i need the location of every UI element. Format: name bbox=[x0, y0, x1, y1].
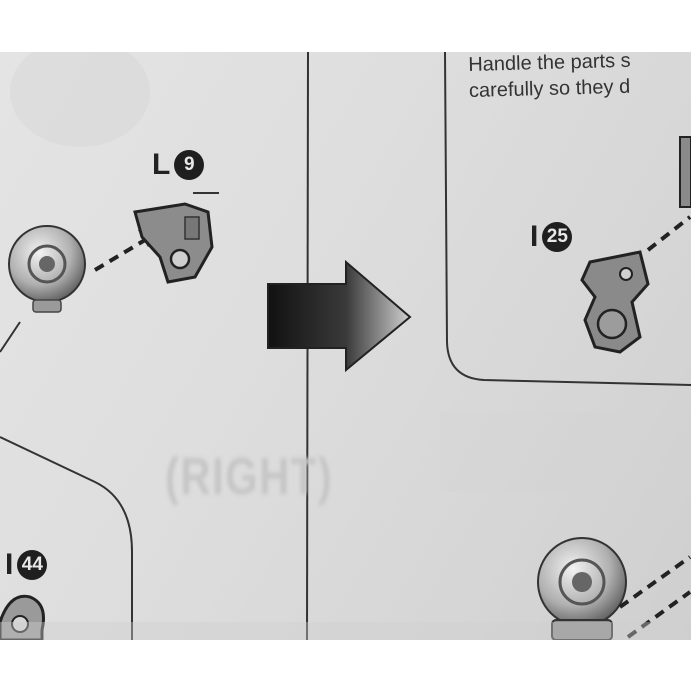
part-edge bbox=[679, 136, 691, 208]
part-i25-icon bbox=[580, 250, 650, 354]
dashed-arrow bbox=[618, 555, 691, 609]
part-label-l9: L 9 bbox=[152, 148, 205, 182]
part-label-letter: I bbox=[5, 548, 14, 581]
part-l9-icon bbox=[133, 202, 214, 284]
dashed-arrow bbox=[93, 235, 152, 272]
part-label-i25: I 25 bbox=[530, 220, 573, 254]
big-arrow-icon bbox=[267, 259, 412, 373]
caution-note: Handle the parts s carefully so they d bbox=[468, 52, 632, 104]
part-i44-icon bbox=[0, 594, 45, 640]
part-number-badge: 25 bbox=[542, 222, 573, 252]
manual-drawing bbox=[0, 52, 691, 640]
sphere-joint-icon bbox=[537, 537, 627, 640]
dashed-arrow bbox=[626, 590, 691, 639]
dashed-arrow bbox=[646, 215, 691, 252]
part-number-badge: 44 bbox=[17, 550, 48, 580]
shadow-strip bbox=[0, 622, 691, 640]
callout-line bbox=[0, 321, 21, 353]
part-label-letter: L bbox=[152, 148, 171, 181]
ghost-shape bbox=[440, 412, 680, 492]
caution-note-line2: carefully so they d bbox=[468, 75, 631, 102]
sphere-joint-icon bbox=[8, 225, 86, 313]
step-panel-border bbox=[444, 52, 691, 386]
label-underline bbox=[193, 192, 219, 194]
ghost-heading: (RIGHT) bbox=[165, 448, 334, 506]
side-panel-border bbox=[0, 436, 133, 640]
ghost-shape bbox=[10, 52, 150, 147]
instruction-manual-photo: (RIGHT) Handle the parts s carefully so … bbox=[0, 52, 691, 640]
part-label-i44: I 44 bbox=[5, 548, 48, 582]
part-number-badge: 9 bbox=[174, 150, 205, 180]
part-label-letter: I bbox=[530, 220, 539, 253]
